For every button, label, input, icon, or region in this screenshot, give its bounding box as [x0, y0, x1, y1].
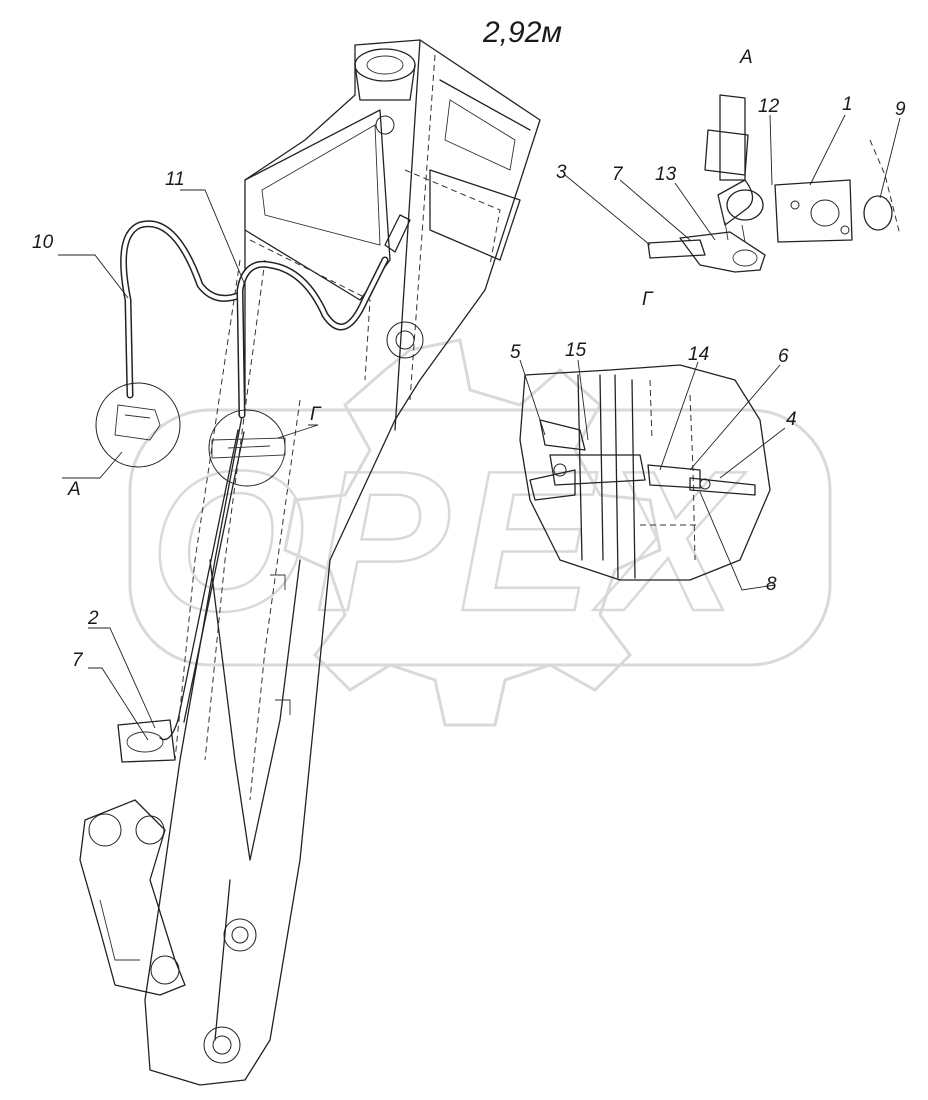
callout-4: 4	[786, 409, 797, 430]
callout-7-main: 7	[72, 650, 84, 671]
callout-7-view: 7	[612, 164, 624, 185]
callout-a-mark: А	[67, 479, 81, 500]
boom-arm	[79, 39, 541, 1086]
callout-6: 6	[778, 346, 789, 367]
detail-circle-a	[95, 382, 181, 468]
callout-14: 14	[688, 344, 709, 365]
hose-11	[236, 256, 389, 419]
callout-g-mark: Г	[310, 404, 322, 425]
callout-8: 8	[766, 574, 777, 595]
view-g-label: Г	[642, 289, 654, 310]
callout-10: 10	[32, 232, 54, 253]
callout-9: 9	[895, 99, 906, 120]
callout-2: 2	[87, 608, 99, 629]
callout-13: 13	[655, 164, 677, 185]
pipe-vertical	[159, 429, 245, 741]
callout-12: 12	[758, 96, 780, 117]
watermark-text: OPEX	[150, 430, 746, 653]
callout-15: 15	[565, 340, 587, 361]
callout-1: 1	[842, 94, 853, 115]
callout-11: 11	[165, 169, 185, 190]
detail-view-a	[647, 94, 901, 273]
callout-5: 5	[510, 342, 521, 363]
leader-lines	[58, 114, 901, 741]
hose-end-fitting	[384, 214, 411, 253]
view-a-label: А	[739, 47, 753, 68]
detail-view-g	[519, 364, 771, 581]
drawing-title: 2,92м	[482, 16, 562, 49]
hose-10	[120, 220, 244, 399]
callout-3: 3	[556, 162, 567, 183]
